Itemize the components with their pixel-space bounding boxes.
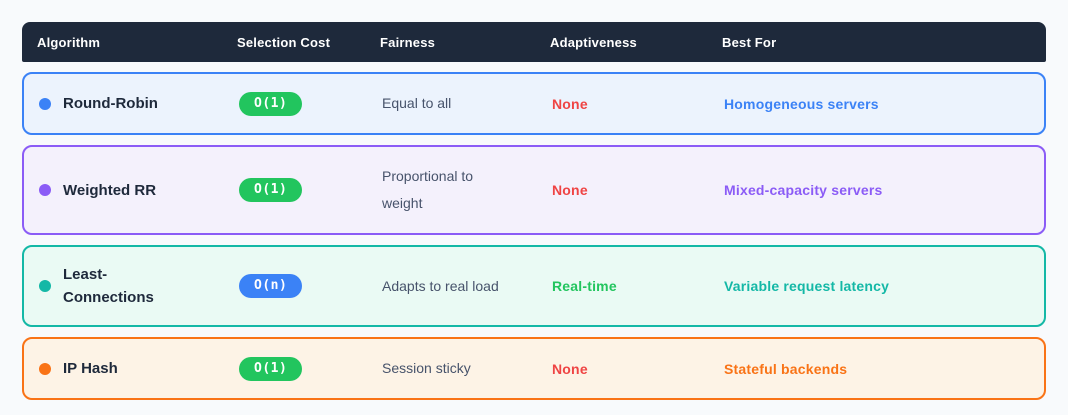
table-header: Algorithm Selection Cost Fairness Adapti… [22, 22, 1046, 62]
best-for-text: Variable request latency [724, 278, 890, 294]
algorithm-cell: Weighted RR [39, 179, 239, 202]
cost-badge: O(1) [239, 356, 303, 381]
algorithm-name: Weighted RR [63, 181, 157, 199]
algorithm-color-dot-icon [39, 362, 51, 375]
best-for-text: Stateful backends [724, 360, 848, 377]
cost-badge: O(n) [239, 274, 303, 298]
algorithm-cell: IP Hash [39, 357, 239, 380]
column-header-fairness: Fairness [380, 34, 436, 50]
selection-cost-cell: O(1) [239, 178, 382, 202]
adaptiveness-text: None [552, 95, 588, 112]
algorithm-color-dot-icon [39, 280, 51, 292]
table-row: Round-Robin O(1) Equal to all None Homog… [22, 72, 1046, 135]
adaptiveness-text: None [552, 182, 588, 198]
column-header-adaptiveness: Adaptiveness [550, 34, 637, 50]
column-header-selection-cost: Selection Cost [237, 34, 331, 50]
table-row: IP Hash O(1) Session sticky None Statefu… [22, 337, 1046, 400]
adaptiveness-text: Real-time [552, 278, 617, 294]
table-row: Least-Connections O(n) Adapts to real lo… [22, 245, 1046, 327]
fairness-text: Proportional to weight [382, 168, 474, 211]
algorithm-color-dot-icon [39, 184, 51, 196]
column-header-best-for: Best For [722, 34, 777, 50]
algorithm-name: Least-Connections [63, 266, 154, 306]
adaptiveness-text: None [552, 360, 588, 377]
algorithm-name: Round-Robin [63, 95, 158, 112]
column-header-algorithm: Algorithm [37, 34, 101, 50]
selection-cost-cell: O(1) [239, 91, 382, 116]
algorithm-name: IP Hash [63, 360, 118, 377]
cost-badge: O(1) [239, 178, 303, 202]
algorithm-color-dot-icon [39, 97, 51, 110]
cost-badge: O(1) [239, 91, 303, 116]
best-for-text: Mixed-capacity servers [724, 182, 883, 198]
fairness-text: Session sticky [382, 360, 471, 376]
best-for-text: Homogeneous servers [724, 95, 879, 112]
table-row: Weighted RR O(1) Proportional to weight … [22, 145, 1046, 235]
selection-cost-cell: O(n) [239, 274, 382, 298]
fairness-text: Adapts to real load [382, 277, 499, 294]
algorithm-cell: Round-Robin [39, 92, 239, 115]
algorithm-cell: Least-Connections [39, 263, 239, 309]
table-body: Round-Robin O(1) Equal to all None Homog… [22, 72, 1046, 400]
fairness-text: Equal to all [382, 95, 452, 111]
selection-cost-cell: O(1) [239, 356, 382, 381]
